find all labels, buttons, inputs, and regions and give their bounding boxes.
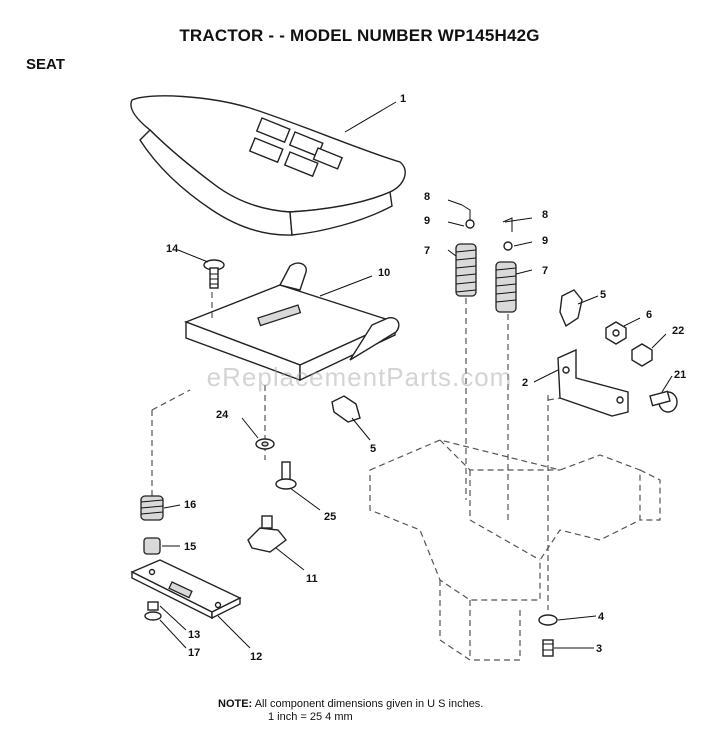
bolt-8a: [461, 204, 475, 229]
carriage-bolt-14: [203, 259, 225, 289]
callout-6: 6: [646, 309, 652, 321]
seat-part: [130, 95, 406, 236]
tractor-frame: [369, 439, 661, 661]
callout-24: 24: [216, 409, 229, 421]
bolt-3: [542, 639, 554, 657]
callout-12: 12: [250, 651, 262, 663]
bolt-21: [649, 390, 678, 413]
nut-6: [605, 321, 627, 345]
callout-7a: 7: [424, 245, 430, 257]
bracket-2: [557, 348, 629, 417]
callout-9b: 9: [542, 235, 548, 247]
callout-21: 21: [674, 369, 686, 381]
washer-17: [144, 611, 162, 621]
spacer-15: [143, 537, 161, 555]
callout-22: 22: [672, 325, 684, 337]
callout-5a: 5: [600, 289, 606, 301]
knob-11: [247, 515, 287, 553]
note-line1: All component dimensions given in U S in…: [254, 698, 484, 710]
spring-16: [140, 495, 164, 521]
callout-14: 14: [166, 243, 179, 255]
callout-5b: 5: [370, 443, 376, 455]
callout-8b: 8: [542, 209, 548, 221]
clip-5b: [331, 395, 361, 423]
callout-4: 4: [598, 611, 605, 623]
callout-17: 17: [188, 647, 200, 659]
footnote: NOTE: All component dimensions given in …: [218, 698, 483, 711]
callout-11: 11: [306, 573, 318, 585]
nut-22: [631, 343, 653, 367]
note-line2: 1 inch = 25 4 mm: [268, 711, 353, 723]
page-title: TRACTOR - - MODEL NUMBER WP145H42G: [179, 26, 540, 45]
seat-pan-part: [184, 262, 400, 382]
bolt-25: [275, 461, 297, 490]
callout-9a: 9: [424, 215, 430, 227]
spring-7a: [455, 243, 477, 297]
callout-15: 15: [184, 541, 196, 553]
section-label: SEAT: [26, 56, 65, 73]
note-label: NOTE:: [218, 698, 253, 710]
callout-1: 1: [400, 93, 406, 105]
callout-10: 10: [378, 267, 390, 279]
bolt-8b: [502, 217, 513, 251]
callout-7b: 7: [542, 265, 548, 277]
callout-25: 25: [324, 511, 336, 523]
callout-16: 16: [184, 499, 196, 511]
callout-13: 13: [188, 629, 200, 641]
washer-4: [538, 614, 558, 626]
watermark: eReplacementParts.com: [206, 362, 513, 392]
spring-7b: [495, 261, 517, 313]
callout-2: 2: [522, 377, 528, 389]
callout-3: 3: [596, 643, 602, 655]
clip-5a: [559, 289, 583, 328]
plate-12: [130, 559, 242, 620]
washer-24: [255, 438, 275, 450]
nut-13: [147, 601, 159, 611]
callout-8a: 8: [424, 191, 430, 203]
